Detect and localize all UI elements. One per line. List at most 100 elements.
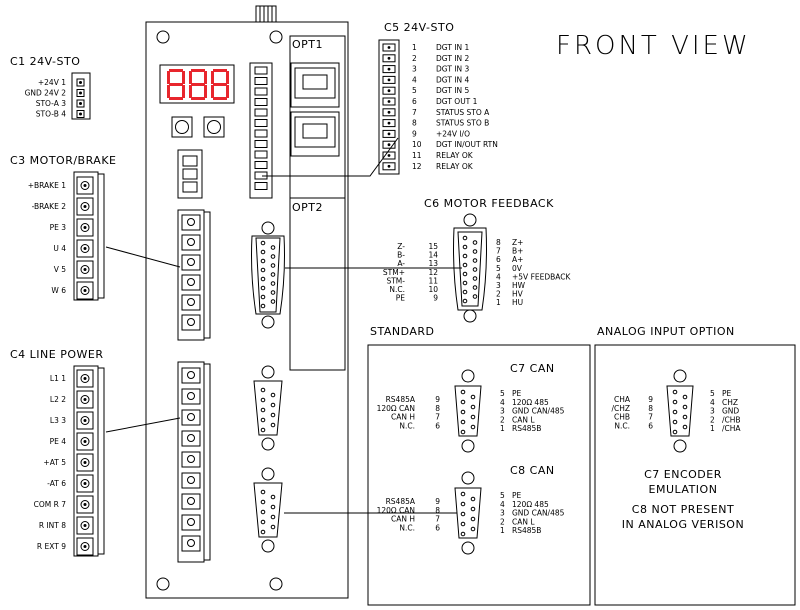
drive-housing: OPT1 OPT2 xyxy=(145,5,349,599)
c1-pin-label: STO-A 3 xyxy=(36,99,67,108)
c4-pins-screw-dot xyxy=(83,440,87,443)
c8-db9-connector xyxy=(454,471,482,555)
c5-pin-number: 11 xyxy=(412,151,422,160)
c4-title: C4 LINE POWER xyxy=(10,348,104,361)
mount-hole-top-left xyxy=(156,30,170,44)
c6-right-label: HU xyxy=(512,298,523,307)
analog-left-number: 6 xyxy=(648,421,653,430)
c5-pin-number: 7 xyxy=(412,108,417,117)
db-pin xyxy=(672,399,678,405)
standard-title: STANDARD xyxy=(370,325,435,338)
c4-onboard-screw xyxy=(187,371,195,379)
analog-left-label: CHB xyxy=(614,413,630,422)
c4-pins-terminal xyxy=(76,495,94,514)
c7-pins-right-label: CAN L xyxy=(512,415,535,424)
c1-pin-dot xyxy=(79,91,82,95)
c5-pin-terminal xyxy=(382,151,396,160)
analog-right-label: GND xyxy=(722,407,739,416)
c8-pins-right-label: PE xyxy=(512,491,522,500)
c3-pins-screw xyxy=(80,286,90,295)
mount-hole-bottom-right xyxy=(269,577,283,591)
c8-pins-left-label: N.C. xyxy=(399,523,415,532)
c5-pin-terminal xyxy=(382,86,396,95)
db-pin xyxy=(672,409,678,415)
c8-pins-left-number: 7 xyxy=(435,515,440,524)
c5-onboard-pin xyxy=(254,150,268,159)
c4-onboard-screw xyxy=(187,497,195,505)
db-pin xyxy=(270,263,276,268)
c4-leader-line xyxy=(105,417,181,433)
c5-connector xyxy=(378,39,400,175)
c6-right-number: 6 xyxy=(496,255,501,264)
c3-pins-terminal xyxy=(76,197,94,216)
rj45-port-2[interactable] xyxy=(290,111,340,157)
c6-left-label: STM+ xyxy=(383,268,405,277)
mount-hole-top-right xyxy=(269,30,283,44)
analog-note-line: EMULATION xyxy=(649,483,718,496)
c3-onboard-terminal xyxy=(181,214,201,231)
opt2-label: OPT2 xyxy=(292,201,323,214)
c5-pin-label: RELAY OK xyxy=(436,162,474,171)
db-pin xyxy=(260,407,266,413)
c1-onboard-pin xyxy=(182,181,198,193)
c5-onboard-pin xyxy=(254,77,268,85)
analog-right-label: PE xyxy=(722,389,732,398)
c5-onboard-pin xyxy=(254,87,268,96)
c5-pin-terminal xyxy=(382,108,396,117)
c5-pin-dot xyxy=(387,110,391,114)
db-pin xyxy=(462,298,468,304)
db-pin xyxy=(470,516,476,522)
front-button-2[interactable] xyxy=(203,116,225,138)
c5-pin-terminal xyxy=(382,97,396,106)
analog-note-line: C8 NOT PRESENT xyxy=(632,503,734,516)
c8-pins-right-number: 4 xyxy=(500,500,505,509)
c3-onboard-terminal xyxy=(181,274,201,291)
c3-pins-screw xyxy=(80,244,90,253)
analog-note-line: C7 ENCODER xyxy=(644,468,722,481)
c3-pins-label: W 6 xyxy=(51,286,66,295)
c8-pins-left-number: 9 xyxy=(435,497,440,506)
db-pin xyxy=(270,299,276,304)
db-pin xyxy=(260,397,266,403)
db-pin xyxy=(472,285,478,290)
rj45-port-1[interactable] xyxy=(290,62,340,108)
db-pin xyxy=(460,409,466,415)
c1-connector xyxy=(71,72,91,120)
db-pin xyxy=(470,394,476,400)
c3-pins-terminal xyxy=(76,176,94,195)
db-pin xyxy=(682,414,688,420)
c3-pins-label: U 4 xyxy=(53,244,66,253)
db-pin xyxy=(470,404,476,410)
c6-left-number: 12 xyxy=(428,268,438,277)
c6-right-number: 7 xyxy=(496,247,501,256)
c6-right-number: 4 xyxy=(496,272,501,281)
c4-onboard-terminal xyxy=(181,451,201,468)
c8-pins-right-label: RS485B xyxy=(512,526,541,535)
c7-pins-left-label: N.C. xyxy=(399,421,415,430)
db-pin xyxy=(470,496,476,502)
c5-pin-label: STATUS STO A xyxy=(436,108,490,117)
c3-pins-screw-dot xyxy=(83,205,87,208)
db-pin xyxy=(472,276,478,281)
c3-onboard-screw xyxy=(187,238,195,246)
c1-onboard-connector xyxy=(177,149,203,199)
opt1-label: OPT1 xyxy=(292,38,323,51)
c6-left-number: 11 xyxy=(428,276,438,285)
db-pin xyxy=(260,294,266,300)
c5-pin-number: 4 xyxy=(412,75,417,84)
c7-onboard-db9 xyxy=(253,365,283,451)
c6-left-number: 15 xyxy=(428,242,438,251)
c7-pins-left-number: 8 xyxy=(435,404,440,413)
c5-onboard-pin xyxy=(254,161,268,169)
c4-pins-screw-dot xyxy=(83,461,87,464)
c6-right-number: 5 xyxy=(496,264,501,273)
db-pin xyxy=(260,240,266,246)
analog-left-label: /CHZ xyxy=(611,404,630,413)
c5-pin-label: DGT IN 4 xyxy=(436,75,469,84)
c8-pins-right-label: 120Ω 485 xyxy=(512,500,549,509)
db-pin xyxy=(672,429,678,435)
c4-pins-screw-dot xyxy=(83,524,87,527)
front-button-1[interactable] xyxy=(171,116,193,138)
c4-pins-screw xyxy=(80,395,90,404)
